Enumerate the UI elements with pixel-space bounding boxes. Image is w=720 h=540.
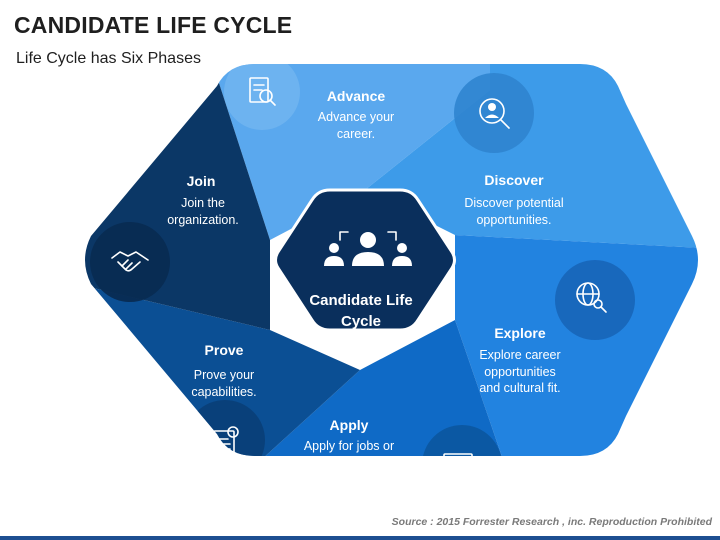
icon-circle-discover <box>454 73 534 153</box>
phase-explore-title: Explore <box>494 325 546 341</box>
certificate-icon <box>213 426 239 458</box>
bottom-accent-bar <box>0 536 720 540</box>
document-search-icon <box>249 77 276 106</box>
phase-explore-desc-2: opportunities <box>484 365 556 379</box>
phase-discover-title: Discover <box>484 172 544 188</box>
candidate-group-icon <box>324 231 412 266</box>
phase-apply: Apply Apply for jobs or join the talent … <box>304 417 394 487</box>
phase-prove-desc-2: capabilities. <box>191 385 256 399</box>
icon-circle-join <box>90 222 170 302</box>
phase-prove-desc-1: Prove your <box>194 368 254 382</box>
phase-discover-desc-2: opportunities. <box>476 213 551 227</box>
phase-prove: Prove Prove your capabilities. <box>191 342 256 399</box>
icon-circle-prove <box>185 400 265 456</box>
phase-apply-desc-2: join the talent <box>311 456 387 470</box>
icon-circle-apply <box>422 425 502 456</box>
phase-apply-title: Apply <box>330 417 369 433</box>
source-note: Source : 2015 Forrester Research , inc. … <box>391 516 712 528</box>
center-label-line2: Cycle <box>341 313 381 330</box>
phase-join-desc-2: organization. <box>167 213 239 227</box>
page-subtitle: Life Cycle has Six Phases <box>16 50 201 67</box>
user-search-icon <box>479 98 510 129</box>
phase-advance-desc-1: Advance your <box>318 110 394 124</box>
phase-advance: Advance Advance your career. <box>318 88 394 141</box>
phase-prove-title: Prove <box>205 342 244 358</box>
phase-apply-desc-3: community. <box>318 473 381 487</box>
globe-search-icon <box>576 282 607 313</box>
phase-advance-title: Advance <box>327 88 386 104</box>
icon-circle-explore <box>555 260 635 340</box>
phase-discover: Discover Discover potential opportunitie… <box>464 172 563 227</box>
center-label-line1: Candidate Life <box>309 292 412 309</box>
phase-explore: Explore Explore career opportunities and… <box>479 325 560 395</box>
phase-advance-desc-2: career. <box>337 127 375 141</box>
phase-apply-desc-1: Apply for jobs or <box>304 439 394 453</box>
phase-join-title: Join <box>187 173 216 189</box>
phase-explore-desc-1: Explore career <box>479 348 560 362</box>
handshake-icon <box>111 251 149 272</box>
computer-form-icon <box>443 453 473 481</box>
phase-explore-desc-3: and cultural fit. <box>479 381 560 395</box>
phase-join: Join Join the organization. <box>167 173 239 227</box>
page-title: CANDIDATE LIFE CYCLE <box>14 12 293 38</box>
phase-join-desc-1: Join the <box>181 196 225 210</box>
phase-discover-desc-1: Discover potential <box>464 196 563 210</box>
